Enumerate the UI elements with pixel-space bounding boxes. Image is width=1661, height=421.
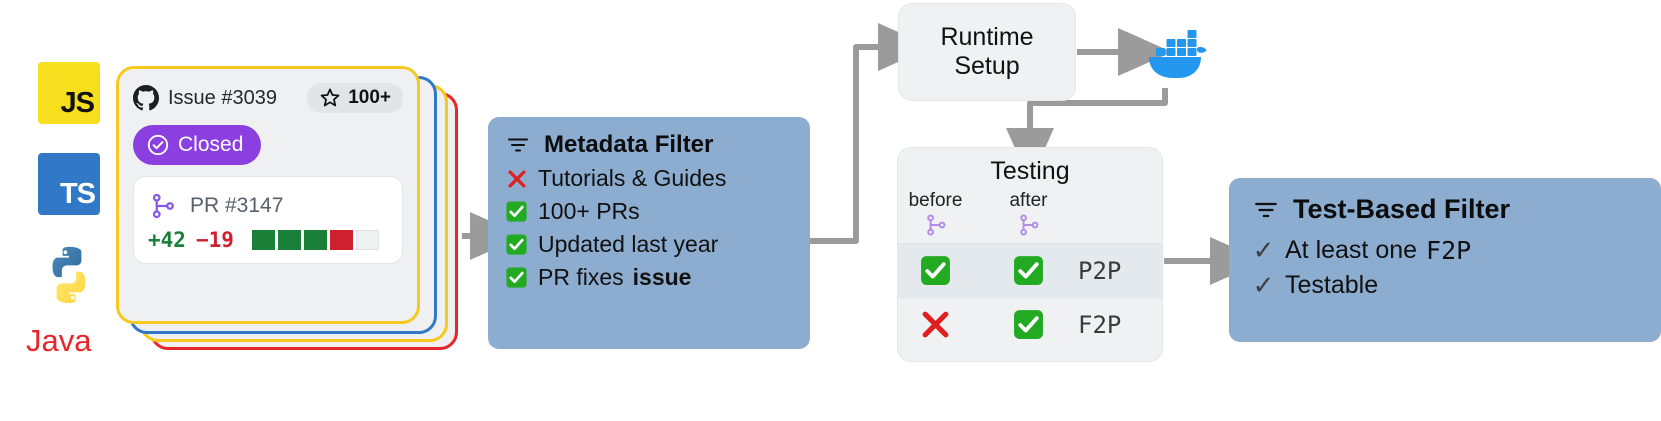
metadata-criterion: Updated last year <box>504 231 794 258</box>
git-pull-request-icon <box>1019 214 1038 236</box>
test-based-filter-panel: Test-Based Filter ✓ At least one F2P ✓ T… <box>1229 178 1661 342</box>
test-filter-criterion-label: At least one <box>1285 236 1418 264</box>
check-box-icon <box>504 233 529 256</box>
testing-column-after: after <box>991 190 1066 243</box>
js-badge-label: JS <box>60 87 95 119</box>
testing-cell-after <box>991 308 1066 341</box>
testing-row-name: F2P <box>1078 310 1122 339</box>
test-filter-title: Test-Based Filter <box>1293 194 1511 224</box>
star-count-badge[interactable]: 100+ <box>307 83 403 113</box>
metadata-criterion: Tutorials & Guides <box>504 165 794 192</box>
metadata-criterion: 100+ PRs <box>504 198 794 225</box>
ts-badge-label: TS <box>59 178 96 210</box>
table-row: F2P <box>898 297 1162 351</box>
diff-block-green <box>251 230 275 250</box>
check-box-icon <box>1014 256 1043 285</box>
testing-title: Testing <box>990 157 1070 185</box>
git-pull-request-icon <box>152 193 174 219</box>
metadata-filter-title: Metadata Filter <box>544 131 714 158</box>
diff-block-red <box>329 230 353 250</box>
runtime-setup-label: Runtime Setup <box>940 23 1033 81</box>
issue-number-label: Issue #3039 <box>168 86 277 109</box>
check-box-icon <box>504 266 529 289</box>
test-filter-criterion: ✓ At least one F2P <box>1251 235 1661 266</box>
check-box-icon <box>1014 310 1043 339</box>
pull-request-number: PR #3147 <box>190 194 284 217</box>
diff-block-green <box>277 230 301 250</box>
diff-summary: +42 −19 <box>148 228 388 252</box>
metadata-filter-title-row: Metadata Filter <box>504 131 794 159</box>
status-badge: Closed <box>133 125 262 165</box>
star-icon <box>320 88 340 107</box>
cross-icon <box>922 311 949 338</box>
testing-row-name: P2P <box>1078 256 1122 285</box>
diff-block-green <box>303 230 327 250</box>
metadata-criterion-label: Tutorials & Guides <box>538 165 727 191</box>
table-row: P2P <box>898 243 1162 297</box>
issue-card-header: Issue #3039 100+ <box>133 81 403 115</box>
runtime-setup-line2: Setup <box>954 52 1020 80</box>
pull-request-card[interactable]: PR #3147 +42 −19 <box>133 176 403 264</box>
test-filter-criterion-mono: F2P <box>1426 236 1472 265</box>
test-filter-criterion-label: Testable <box>1285 271 1379 299</box>
testing-column-headers: before after <box>898 186 1162 243</box>
check-box-icon <box>504 200 529 223</box>
issue-card[interactable]: Issue #3039 100+ Closed <box>116 66 420 324</box>
metadata-criterion-label: PR fixes <box>538 264 624 290</box>
pull-request-header: PR #3147 <box>148 186 388 226</box>
diff-block-empty <box>355 230 379 250</box>
language-list: JS TS <box>38 62 106 306</box>
test-filter-title-row: Test-Based Filter <box>1251 194 1661 225</box>
testing-column-after-label: after <box>1009 190 1048 211</box>
metadata-criterion: PR fixes issue <box>504 264 794 291</box>
metadata-criterion-emphasis: issue <box>632 264 692 290</box>
cross-icon <box>504 168 529 190</box>
arrow-metadata-to-runtime <box>810 23 932 244</box>
star-count-value: 100+ <box>348 87 391 108</box>
filter-icon <box>507 138 529 152</box>
git-pull-request-icon <box>926 214 945 236</box>
github-icon <box>133 85 159 111</box>
python-logo-icon <box>38 244 100 306</box>
metadata-criterion-label: 100+ PRs <box>538 198 640 224</box>
check-icon: ✓ <box>1252 270 1275 300</box>
metadata-filter-panel: Metadata Filter Tutorials & Guides 100+ … <box>488 117 810 349</box>
filter-icon <box>1255 202 1277 217</box>
status-badge-label: Closed <box>178 133 244 156</box>
check-circle-icon <box>147 134 169 156</box>
testing-box: Testing before after <box>897 147 1163 362</box>
diff-deletions: −19 <box>195 228 234 252</box>
testing-cell-before <box>898 254 973 287</box>
check-box-icon <box>921 256 950 285</box>
testing-cell-before <box>898 308 973 341</box>
testing-column-before: before <box>898 190 973 243</box>
testing-column-before-label: before <box>908 190 963 211</box>
runtime-setup-line1: Runtime <box>940 23 1034 52</box>
docker-whale-icon <box>1135 22 1213 84</box>
testing-cell-after <box>991 254 1066 287</box>
check-icon: ✓ <box>1252 235 1275 265</box>
runtime-setup-box: Runtime Setup <box>898 3 1076 101</box>
metadata-criterion-label: Updated last year <box>538 231 719 257</box>
java-wordmark: Java <box>26 323 92 358</box>
diff-additions: +42 <box>148 228 186 252</box>
js-logo-icon: JS <box>38 62 100 124</box>
ts-logo-icon: TS <box>38 153 100 215</box>
diff-blocks <box>251 230 379 250</box>
test-filter-criterion: ✓ Testable <box>1251 270 1661 301</box>
